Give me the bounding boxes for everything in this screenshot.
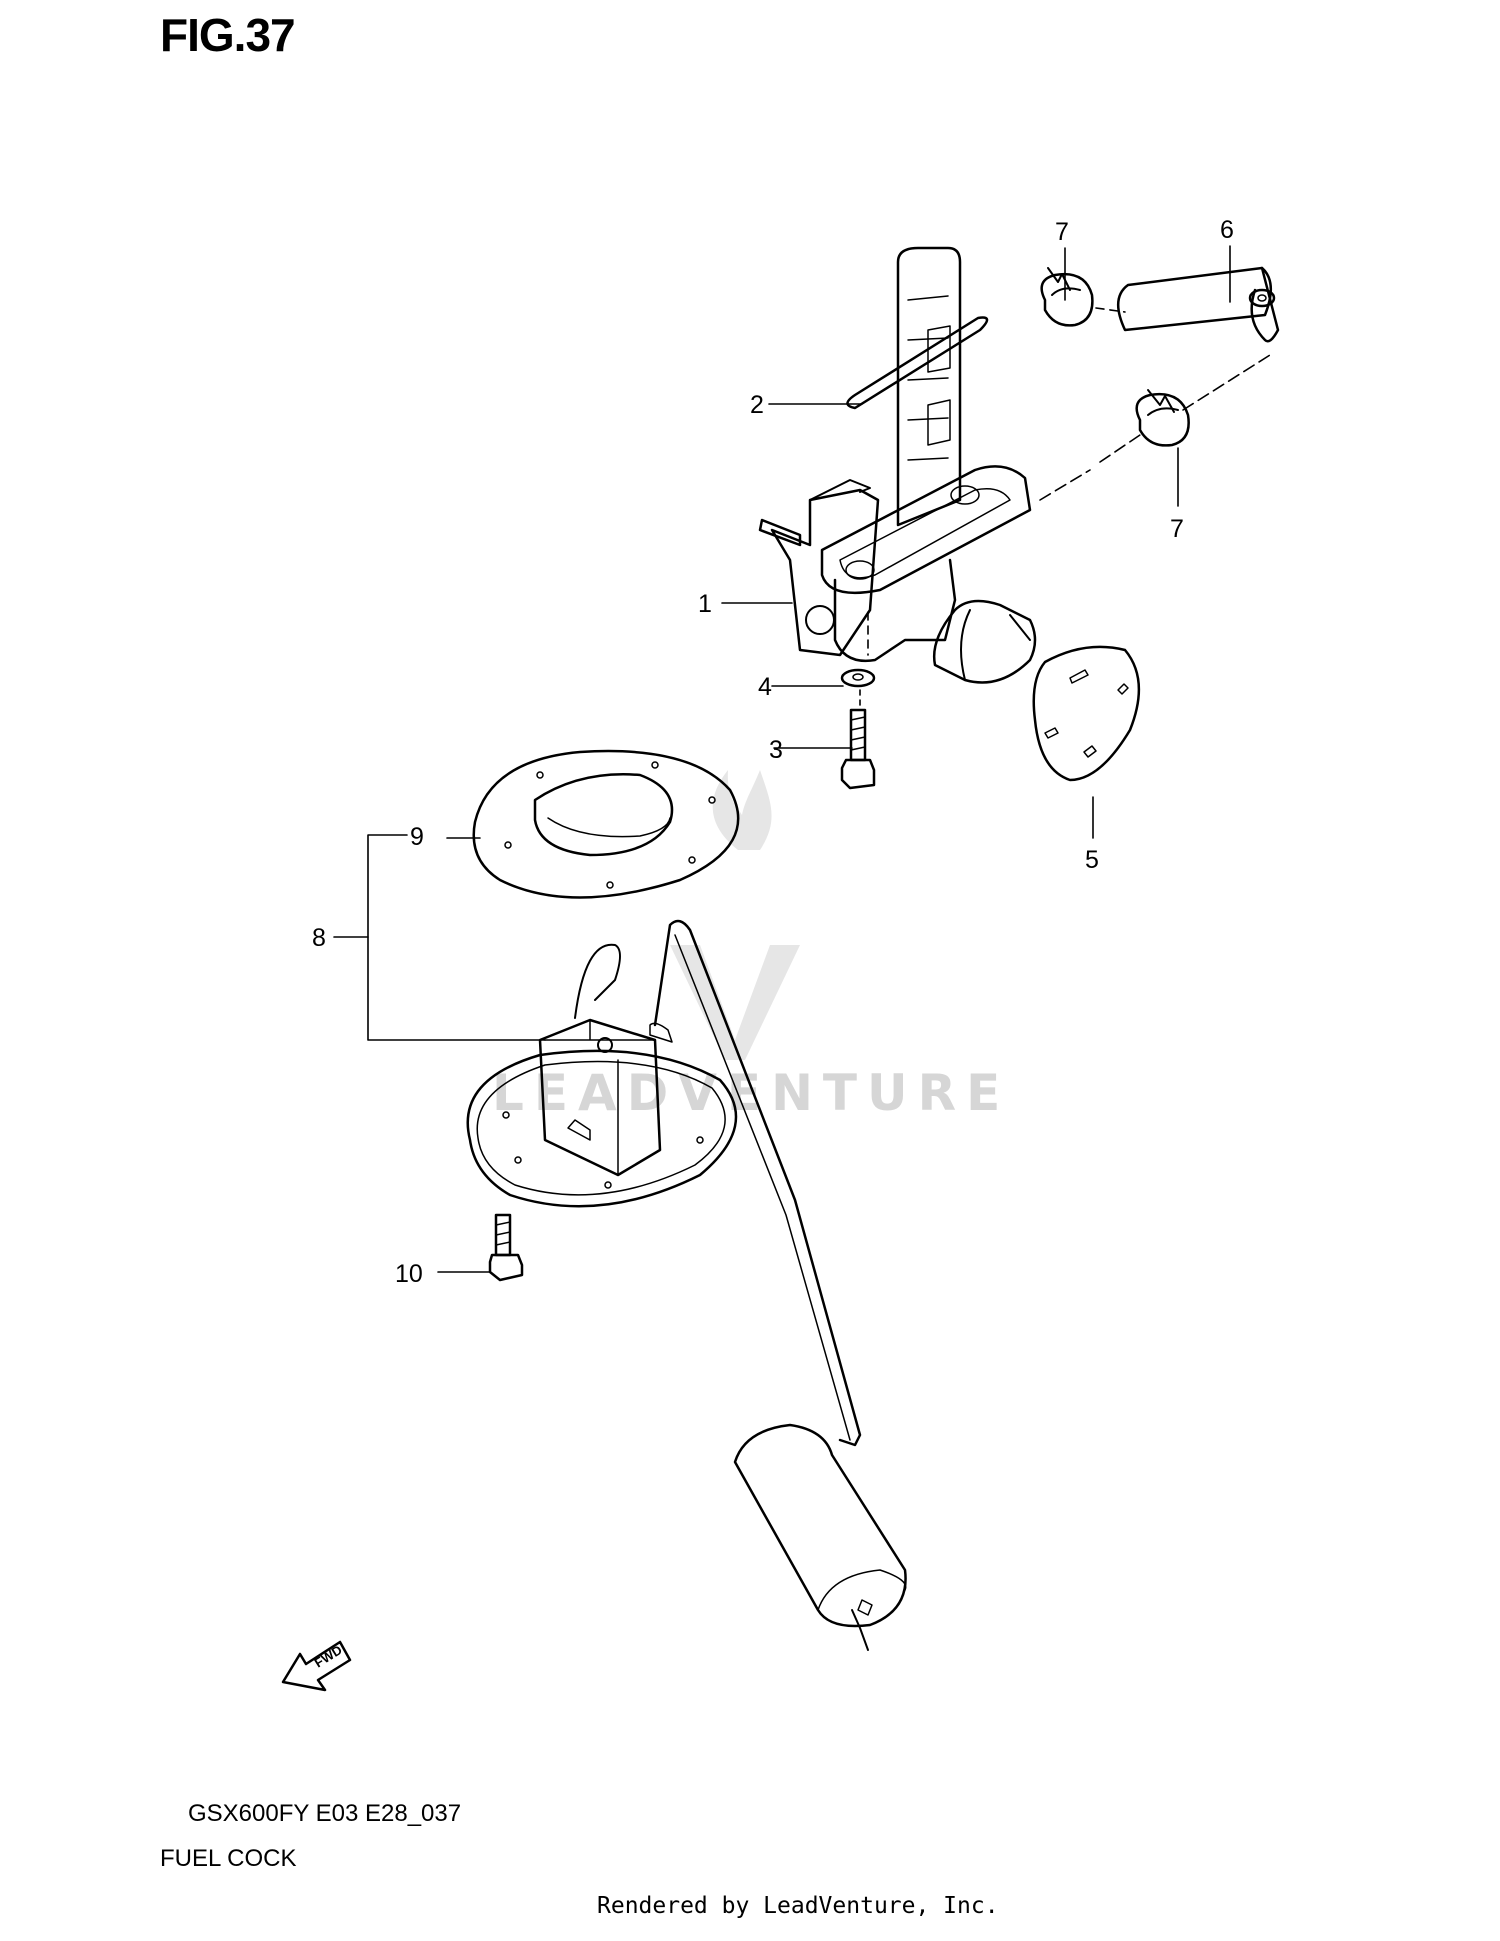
callout-7-upper: 7	[1055, 218, 1069, 246]
float	[733, 1423, 907, 1628]
part-screw-gauge	[488, 1213, 524, 1282]
callout-numbers: 1 2 3 4 5 6 7 7 8 9 10	[312, 216, 1234, 1288]
callout-2: 2	[750, 391, 764, 419]
part-fuel-hose	[1117, 266, 1280, 343]
lever	[770, 488, 880, 657]
callout-6: 6	[1220, 216, 1234, 244]
part-hose-clamp-upper	[1040, 267, 1094, 327]
part-gasket-oring	[846, 316, 989, 410]
fwd-arrow-icon	[281, 1640, 352, 1692]
rendered-by-credit: Rendered by LeadVenture, Inc.	[597, 1893, 999, 1919]
part-washer	[840, 668, 876, 688]
leadventure-watermark: LEADVENTURE	[492, 770, 1010, 1122]
valve-body	[833, 558, 957, 663]
float-arm-wire	[653, 919, 862, 1447]
callout-1: 1	[698, 590, 712, 618]
callout-3: 3	[769, 736, 783, 764]
watermark-text: LEADVENTURE	[492, 1064, 1010, 1122]
watermark-flame-logo	[712, 770, 772, 850]
leader-lines	[333, 245, 1271, 1273]
watermark-v-logo	[670, 945, 800, 1060]
part-fuel-cock	[758, 246, 1037, 684]
part-screw	[840, 708, 876, 790]
callout-5: 5	[1085, 846, 1099, 874]
fwd-direction-marker	[281, 1640, 352, 1692]
strainer-tube	[896, 246, 962, 527]
callout-7-lower: 7	[1170, 515, 1184, 543]
model-code: GSX600FY E03 E28_037	[188, 1800, 462, 1827]
callout-10: 10	[395, 1260, 423, 1288]
part-gasket-ring	[472, 749, 740, 899]
callout-4: 4	[758, 673, 772, 701]
part-fuel-gauge-unit	[466, 919, 907, 1651]
reserve-knob	[932, 599, 1037, 684]
mounting-flange	[820, 465, 1032, 595]
gauge-base-plate	[466, 1049, 738, 1208]
part-hose-clamp-lower	[1135, 389, 1190, 447]
section-name: FUEL COCK	[160, 1845, 297, 1872]
figure-title: FIG.37	[160, 9, 296, 61]
callout-8: 8	[312, 924, 326, 952]
callout-9: 9	[410, 823, 424, 851]
part-filter-disc	[1032, 645, 1141, 782]
